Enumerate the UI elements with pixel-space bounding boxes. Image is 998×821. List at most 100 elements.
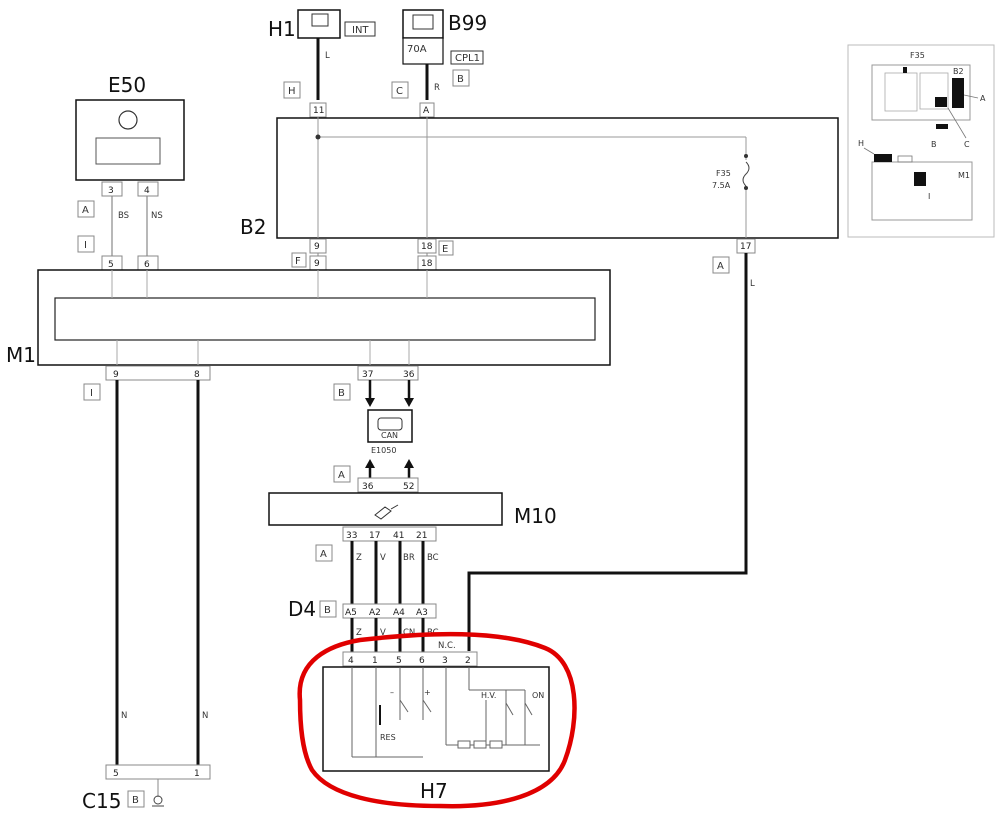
can-text: CAN [381,431,398,440]
svg-text:8: 8 [194,370,200,380]
fuse-f35-label: F35 [716,169,731,178]
svg-text:V: V [380,628,386,638]
svg-text:I: I [84,240,87,251]
wire-h1: L [325,51,330,61]
svg-text:52: 52 [403,482,414,492]
svg-text:N: N [121,711,127,721]
svg-text:9: 9 [314,259,320,269]
svg-text:B: B [457,74,464,85]
svg-text:21: 21 [416,531,427,541]
svg-text:R: R [434,83,440,93]
svg-text:36: 36 [403,370,415,380]
int-tag [344,21,376,37]
svg-text:CPL1: CPL1 [455,53,480,64]
svg-text:NS: NS [151,211,163,221]
svg-text:I: I [928,192,930,201]
svg-text:A4: A4 [393,608,405,618]
svg-text:4: 4 [144,186,150,196]
location-inset: F35 B2 A B C H M1 I [847,44,995,238]
m10-label: M10 [514,504,557,528]
m10-h7-wires: Z V BR BC D4 B A5 A2 A4 A3 Z V CN BC N.C… [288,541,456,652]
svg-text:2: 2 [465,656,471,666]
svg-text:B2: B2 [953,67,964,76]
svg-text:F35: F35 [910,51,925,60]
svg-text:V: V [380,553,386,563]
svg-text:A5: A5 [345,608,357,618]
svg-text:BC: BC [427,553,439,563]
svg-text:9: 9 [314,242,320,252]
svg-text:A: A [980,94,986,103]
svg-text:A: A [338,470,345,481]
svg-text:18: 18 [421,259,433,269]
svg-text:B: B [931,140,937,149]
e50-label: E50 [108,73,146,97]
c15-label: C15 [82,789,121,813]
svg-text:33: 33 [346,531,357,541]
d4-label: D4 [288,597,316,621]
svg-text:M1: M1 [958,171,970,180]
svg-text:1: 1 [372,656,378,666]
svg-text:1: 1 [194,769,200,779]
h1-component: H1 INT L H 11 [268,9,376,118]
svg-text:17: 17 [369,531,380,541]
svg-text:Z: Z [356,553,362,563]
svg-text:A: A [320,549,327,560]
svg-text:3: 3 [442,656,448,666]
b2-label: B2 [240,215,266,239]
svg-text:BR: BR [403,553,415,563]
int-text: INT [352,25,369,36]
svg-text:BS: BS [118,211,129,221]
b2-component: B2 F35 7.5A 9 18 E 17 F 9 18 A L [240,117,839,651]
svg-text:Z: Z [356,628,362,638]
svg-text:5: 5 [108,260,114,270]
h7-component: 4 1 5 6 3 2 [297,631,577,809]
svg-text:A: A [82,205,89,216]
svg-text:B: B [132,795,139,806]
svg-text:6: 6 [144,260,150,270]
svg-text:5: 5 [113,769,119,779]
svg-text:4: 4 [348,656,354,666]
svg-text:C: C [964,140,970,149]
fuse-rating-label: 7.5A [712,181,731,190]
svg-text:E: E [442,244,448,255]
svg-text:–: – [390,688,394,697]
svg-text:A2: A2 [369,608,381,618]
svg-text:3: 3 [108,186,114,196]
svg-text:L: L [750,279,755,289]
svg-text:B: B [338,388,345,399]
svg-text:6: 6 [419,656,425,666]
res-label: RES [380,733,396,742]
svg-text:F: F [295,256,301,267]
svg-text:A: A [717,261,724,272]
svg-text:I: I [90,388,93,399]
svg-text:+: + [424,688,431,697]
hv-label: H.V. [481,691,496,700]
svg-text:CN: CN [403,628,415,638]
svg-text:B: B [324,605,331,616]
m1-label: M1 [6,343,36,367]
svg-text:N: N [202,711,208,721]
svg-text:5: 5 [396,656,402,666]
m10-component: M10 33 17 41 21 A [268,492,557,562]
c15-component: 5 1 C15 B [82,764,211,813]
svg-text:A3: A3 [416,608,428,618]
b99-label: B99 [448,11,487,35]
svg-text:H: H [858,139,864,148]
e50-component: E50 3 4 BS NS A I 5 6 [75,73,185,271]
e1050-component: CAN E1050 A 36 52 [333,409,419,493]
svg-text:41: 41 [393,531,404,541]
svg-text:18: 18 [421,242,433,252]
svg-text:37: 37 [362,370,373,380]
svg-text:H: H [288,86,296,97]
on-label: ON [532,691,544,700]
b99-component: 70A B99 CPL1 B R C A [391,9,487,118]
svg-text:70A: 70A [407,44,427,55]
svg-text:11: 11 [313,106,324,116]
svg-text:36: 36 [362,482,374,492]
svg-text:9: 9 [113,370,119,380]
nc-label: N.C. [438,641,456,651]
svg-text:17: 17 [740,242,751,252]
svg-text:C: C [396,86,403,97]
m1-component: M1 9 8 37 36 I B N N [6,269,611,765]
